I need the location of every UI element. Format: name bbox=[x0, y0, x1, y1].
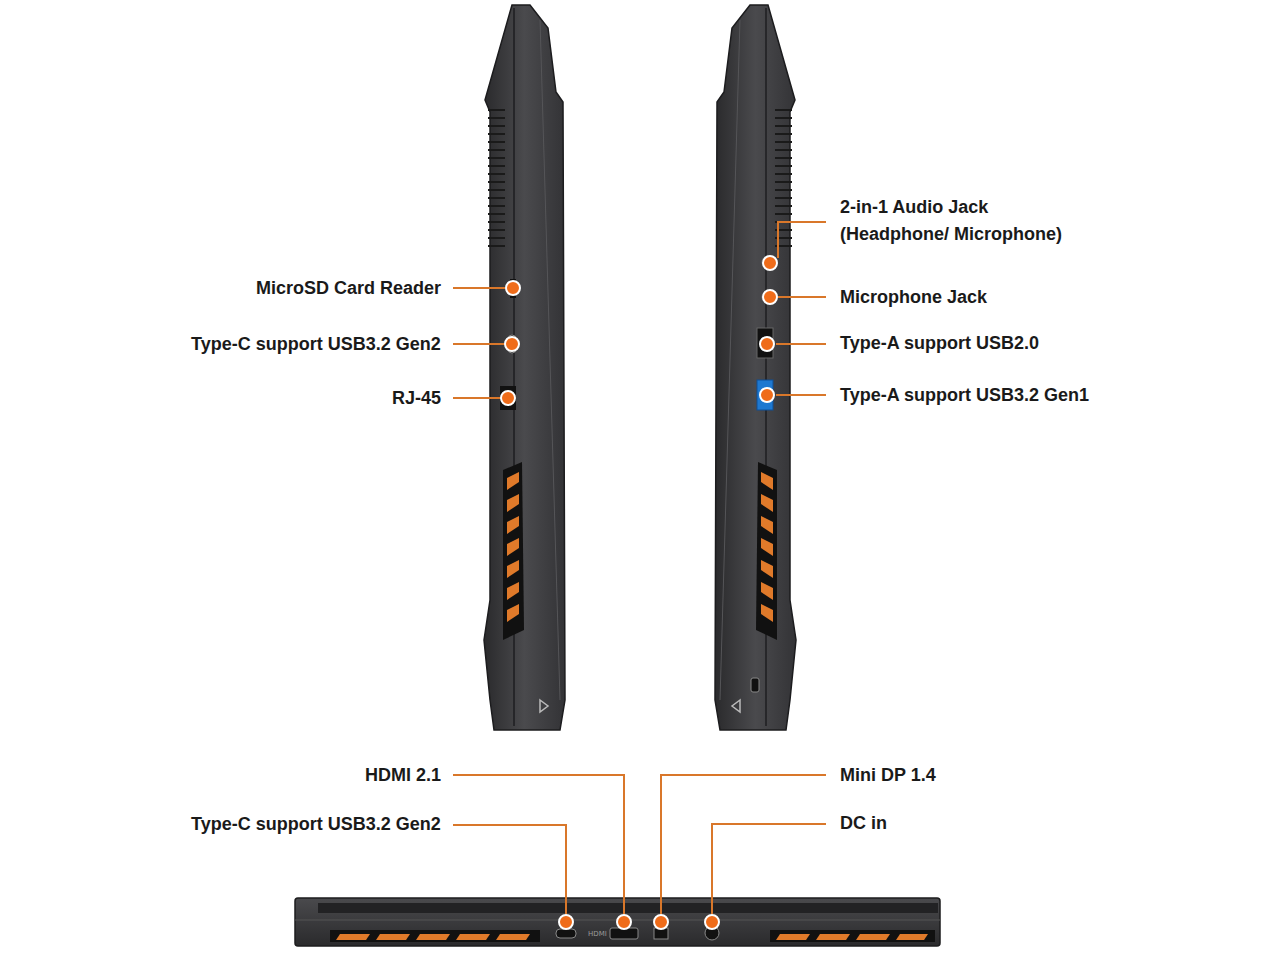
port-label: HDMI 2.1 bbox=[365, 762, 441, 789]
port-label: Mini DP 1.4 bbox=[840, 762, 936, 789]
rear-view bbox=[295, 898, 940, 946]
port-marking: HDMI bbox=[588, 930, 607, 938]
port-label: Type-C support USB3.2 Gen2 bbox=[191, 331, 441, 358]
port-label: RJ-45 bbox=[392, 385, 441, 412]
port-label: Type-A support USB3.2 Gen1 bbox=[840, 382, 1089, 409]
port-label: MicroSD Card Reader bbox=[256, 275, 441, 302]
right-side-view bbox=[715, 5, 796, 730]
callout-dots bbox=[501, 256, 777, 929]
port-label: 2-in-1 Audio Jack (Headphone/ Microphone… bbox=[840, 194, 1102, 248]
port-label: Microphone Jack bbox=[840, 284, 987, 311]
port-label: Type-A support USB2.0 bbox=[840, 330, 1039, 357]
left-side-view bbox=[484, 5, 565, 730]
leader-lines bbox=[453, 222, 826, 914]
port-label: DC in bbox=[840, 810, 887, 837]
port-label: Type-C support USB3.2 Gen2 bbox=[191, 811, 441, 838]
